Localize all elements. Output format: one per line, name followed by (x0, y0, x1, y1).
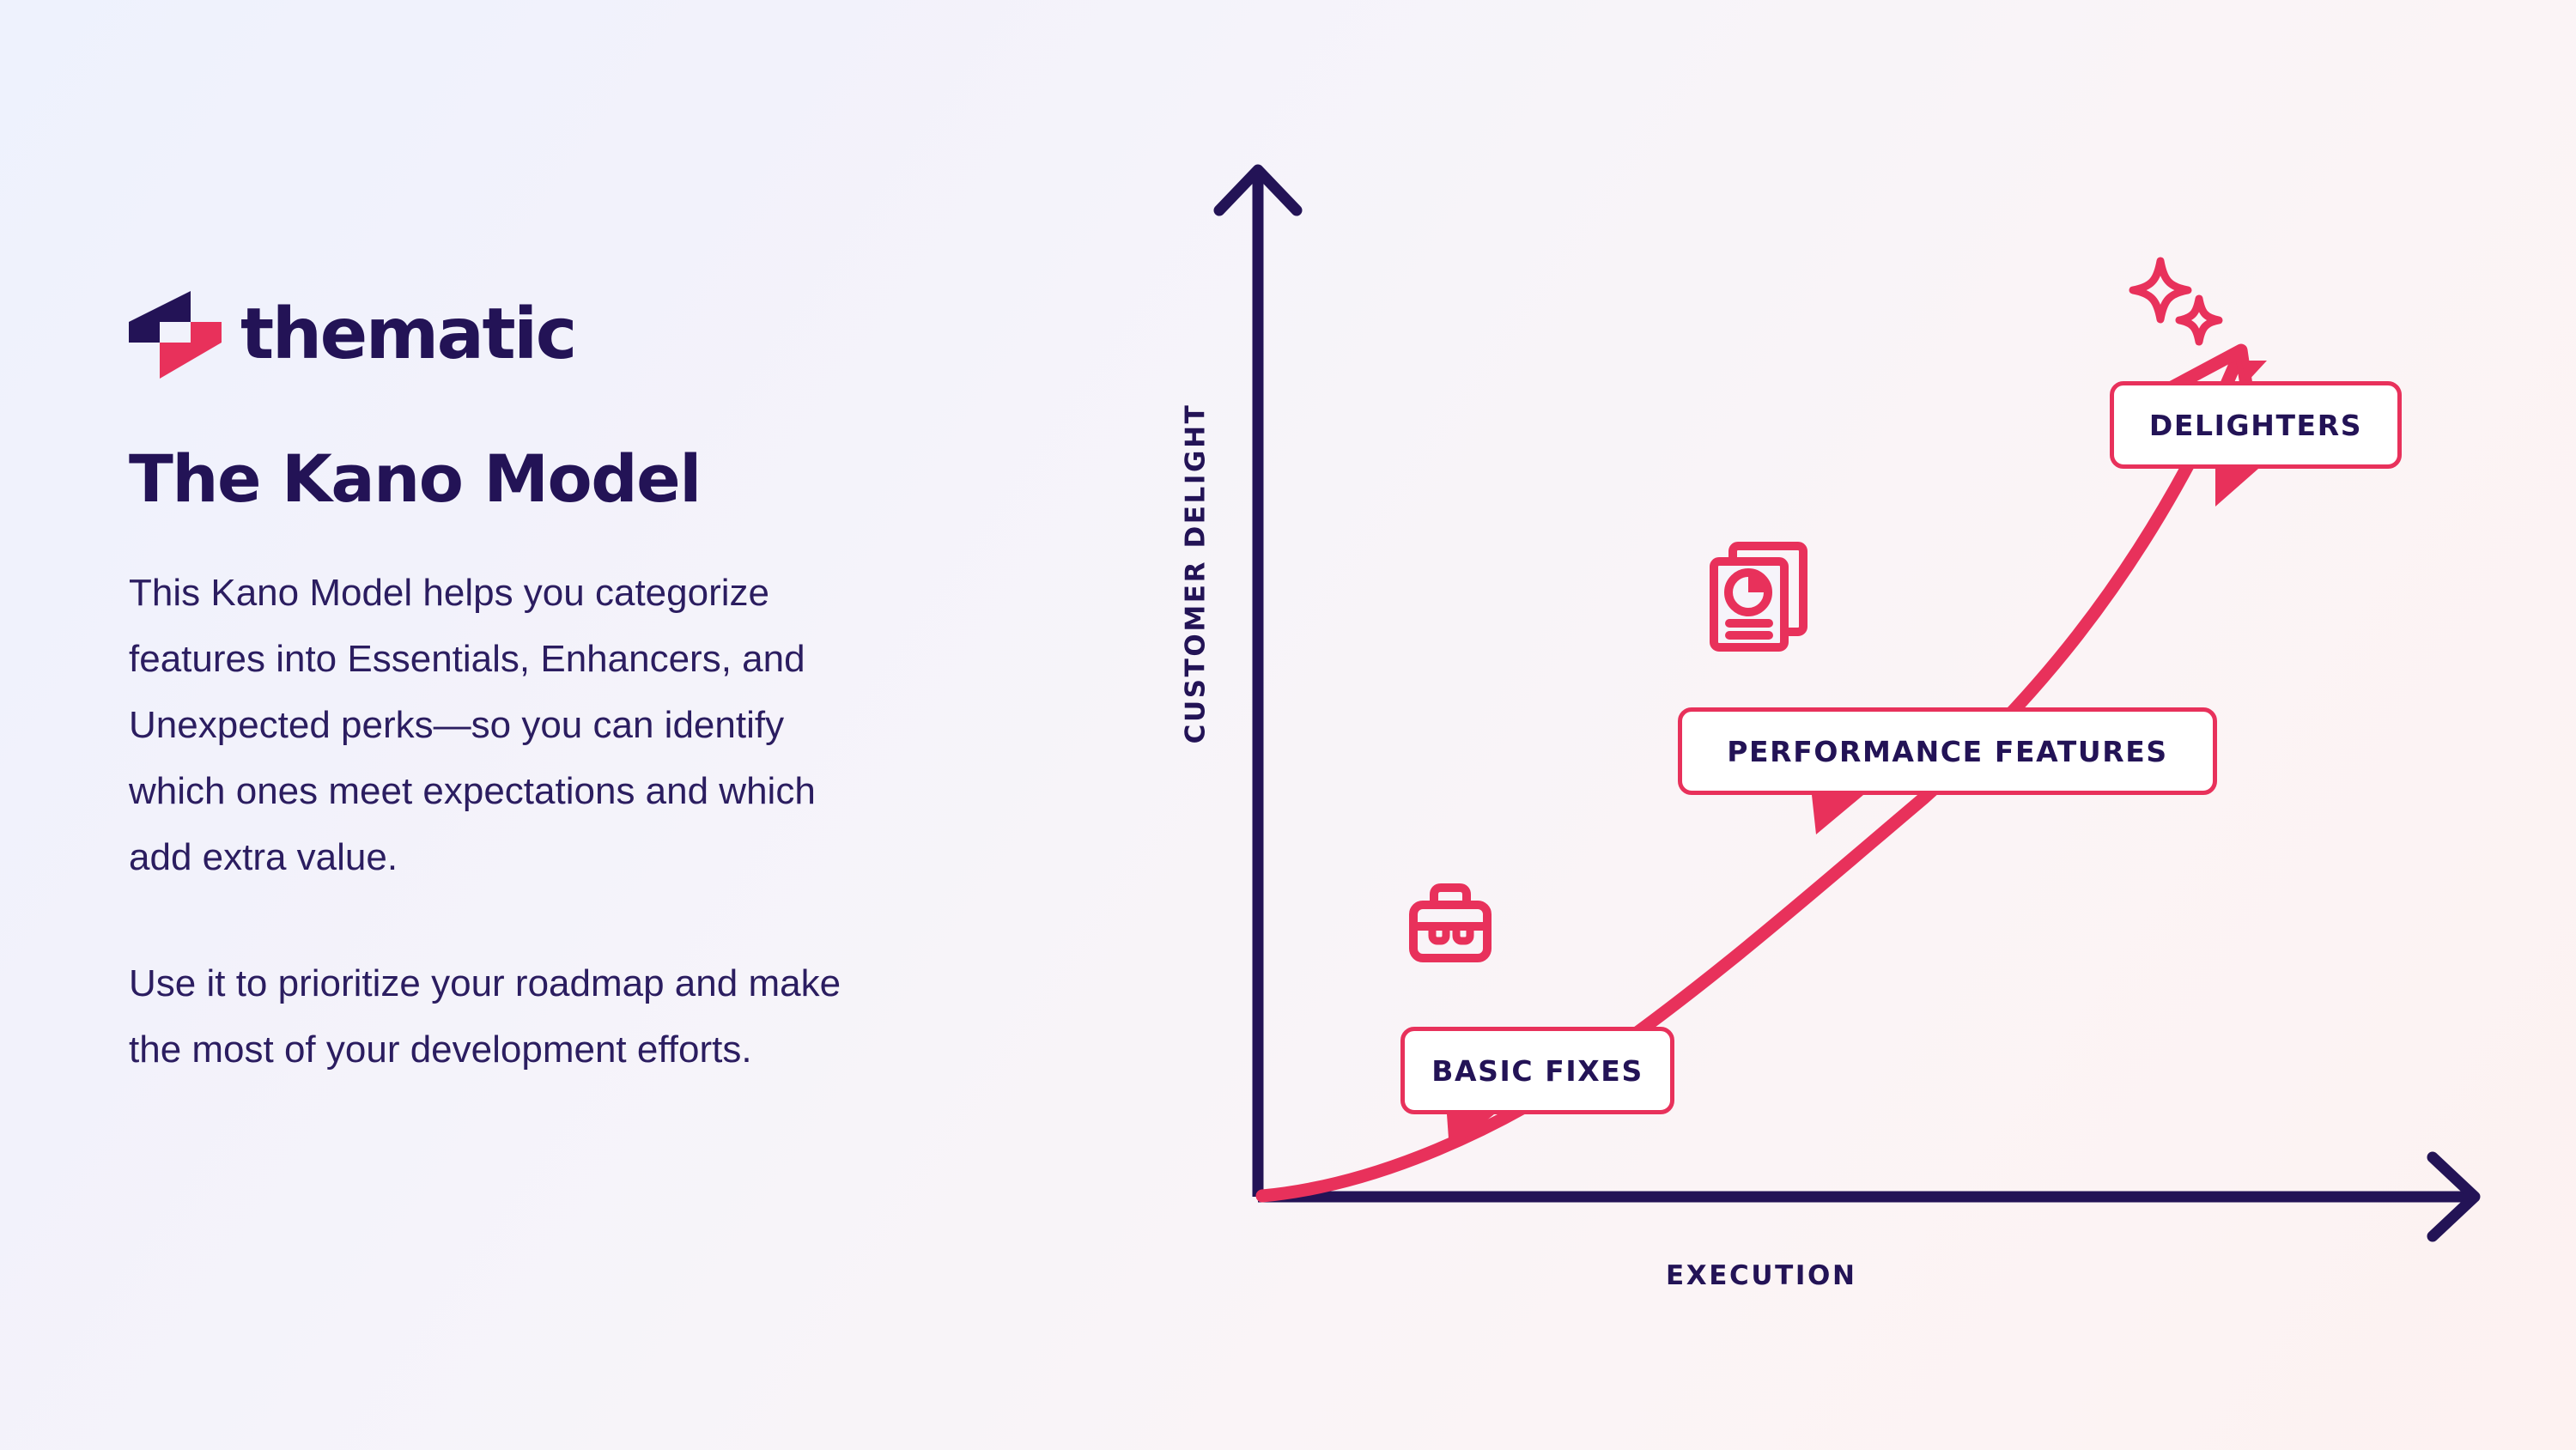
callout-tails (1447, 361, 2267, 1150)
callout-delighters-label: DELIGHTERS (2148, 408, 2363, 442)
chart-svg (1213, 164, 2481, 1242)
callout-basic-fixes[interactable]: BASIC FIXES (1400, 1027, 1674, 1114)
tail-basic-fixes (1447, 1114, 1494, 1150)
callout-basic-fixes-label: BASIC FIXES (1431, 1053, 1643, 1088)
callout-performance-features[interactable]: PERFORMANCE FEATURES (1678, 707, 2217, 795)
tail-performance-features (1812, 795, 1863, 834)
tail-delighters-top (2241, 361, 2267, 383)
y-axis (1213, 164, 1303, 1197)
body-paragraph-one: This Kano Model helps you categorize fea… (129, 571, 816, 878)
body-paragraph-two: Use it to prioritize your roadmap and ma… (129, 962, 841, 1071)
sparkles-icon (2129, 257, 2223, 346)
callout-performance-features-label: PERFORMANCE FEATURES (1727, 734, 2168, 768)
tail-delighters (2215, 469, 2258, 507)
thematic-logo-mark-icon (129, 291, 222, 379)
callout-delighters[interactable]: DELIGHTERS (2110, 381, 2402, 469)
left-content-column: thematic The Kano Model This Kano Model … (129, 283, 919, 1120)
toolbox-icon (1409, 883, 1492, 962)
kano-model-chart: CUSTOMER DELIGHT EXECUTION BASIC FIXES P… (1099, 129, 2524, 1348)
brand-logo: thematic (129, 283, 919, 386)
page-title: The Kano Model (129, 440, 702, 517)
x-axis (1258, 1151, 2481, 1242)
report-chart-icon (1710, 542, 1807, 652)
brand-wordmark: thematic (240, 294, 577, 375)
y-axis-label: CUSTOMER DELIGHT (1180, 403, 1212, 744)
x-axis-label: EXECUTION (1666, 1260, 1857, 1291)
